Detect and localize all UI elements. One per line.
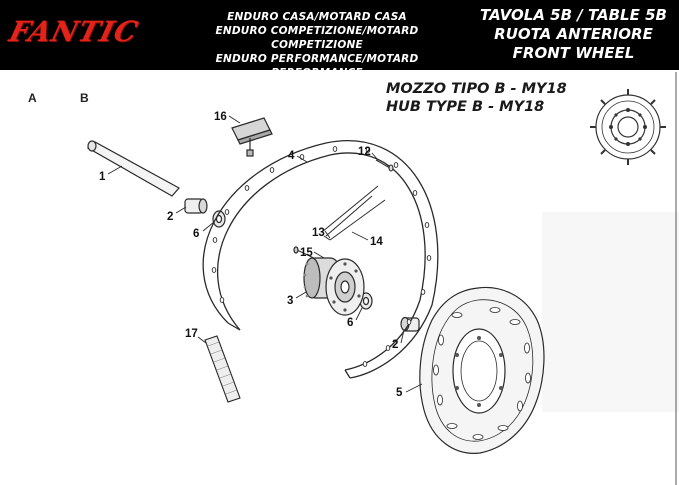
model-line-1: ENDURO CASA/MOTARD CASA [227, 11, 407, 23]
spoke-nipple-part [375, 159, 394, 172]
callout-6-right: 6 [347, 317, 353, 329]
hub-part [293, 246, 365, 316]
column-letter-a: A [28, 91, 37, 105]
callout-16: 16 [214, 111, 227, 123]
model-list: ENDURO CASA/MOTARD CASA ENDURO COMPETIZI… [176, 10, 458, 80]
brake-disc-part [419, 286, 545, 454]
table-name-en: FRONT WHEEL [512, 44, 635, 62]
callout-3: 3 [287, 295, 293, 307]
callout-2-right: 2 [392, 339, 398, 351]
hub-type-title: MOZZO TIPO B - MY18 HUB TYPE B - MY18 [386, 80, 567, 116]
callout-13: 13 [312, 227, 325, 239]
hub-thumbnail [590, 89, 666, 165]
callout-17: 17 [185, 328, 198, 340]
callout-12: 12 [358, 146, 371, 158]
bearing-left [212, 210, 226, 228]
rim-band-part [204, 335, 241, 403]
column-letter-b: B [80, 91, 89, 105]
callout-14: 14 [370, 236, 383, 248]
callout-5: 5 [396, 387, 403, 399]
callout-6-left: 6 [193, 228, 199, 240]
table-name-it: RUOTA ANTERIORE [494, 25, 653, 43]
axle-part [86, 140, 180, 197]
callout-2-left: 2 [167, 211, 173, 223]
callout-4: 4 [288, 150, 295, 162]
model-line-3: ENDURO PERFORMANCE/MOTARD PERFORMANCE [215, 53, 419, 79]
table-number: TAVOLA 5B / TABLE 5B [480, 6, 667, 24]
rim-part [202, 140, 439, 379]
background-panel [542, 212, 679, 412]
spokes-part [321, 185, 386, 241]
callout-15: 15 [300, 247, 313, 259]
hub-title-it: MOZZO TIPO B - MY18 [386, 81, 567, 97]
hub-title-en: HUB TYPE B - MY18 [386, 99, 545, 115]
spacer-left [184, 198, 208, 214]
header-bar: FANTIC ENDURO CASA/MOTARD CASA ENDURO CO… [0, 0, 679, 79]
callout-1: 1 [99, 171, 106, 183]
table-title: TAVOLA 5B / TABLE 5B RUOTA ANTERIORE FRO… [468, 6, 679, 63]
rim-lock-part [231, 117, 273, 157]
model-line-2: ENDURO COMPETIZIONE/MOTARD COMPETIZIONE [215, 25, 419, 51]
leader-lines [107, 115, 423, 393]
